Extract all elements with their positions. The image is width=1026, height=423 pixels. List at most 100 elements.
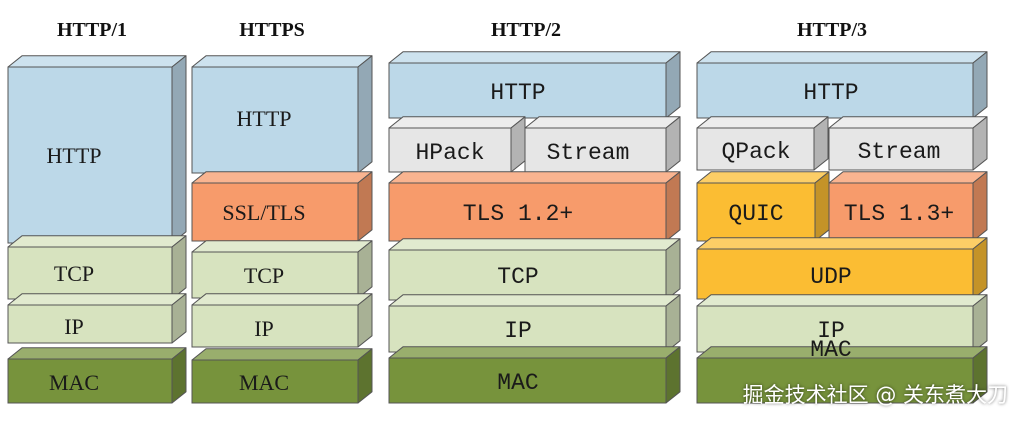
block-front-face xyxy=(696,305,974,353)
layer-mac: MAC xyxy=(191,348,373,404)
block-front-face xyxy=(696,182,816,242)
block-front-face xyxy=(7,358,173,404)
block-side-face xyxy=(171,235,187,300)
stack-http3: HTTP QPack Stream QUIC TLS 1.3+ UDP IP M… xyxy=(696,51,988,404)
block-front-face xyxy=(7,304,173,344)
layer-label: SSL/TLS xyxy=(222,200,305,225)
block-side-face xyxy=(171,55,187,244)
layer-tcp: TCP xyxy=(191,240,373,299)
block-front-face xyxy=(388,182,667,242)
block-top-face xyxy=(191,348,373,361)
layer-tcp: TCP xyxy=(7,235,187,300)
layer-http: HTTP xyxy=(7,55,187,244)
block-top-face xyxy=(7,235,187,248)
block-side-face xyxy=(665,171,681,242)
layer-ip: IP xyxy=(191,293,373,348)
block-top-face xyxy=(696,237,988,250)
title-http2: HTTP/2 xyxy=(491,19,561,41)
layer-stream: Stream xyxy=(828,116,988,171)
block-side-face xyxy=(972,51,988,119)
block-front-face xyxy=(388,127,512,173)
block-front-face xyxy=(388,305,667,353)
layer-http: HTTP xyxy=(191,55,373,174)
block-side-face xyxy=(665,238,681,301)
block-top-face xyxy=(388,346,681,359)
block-top-face xyxy=(7,347,187,360)
layer-stream: Stream xyxy=(524,116,681,173)
block-front-face xyxy=(191,251,359,299)
layer-label: HTTP xyxy=(47,143,102,168)
layer-label: TCP xyxy=(244,263,284,288)
layer-mac: MAC xyxy=(388,346,681,404)
stack-https: HTTP SSL/TLS TCP IP MAC xyxy=(191,55,373,404)
block-top-face xyxy=(191,293,373,306)
title-https: HTTPS xyxy=(239,19,305,41)
block-front-face xyxy=(388,357,667,404)
block-front-face xyxy=(524,127,667,173)
block-top-face xyxy=(696,294,988,307)
layer-label: TCP xyxy=(497,264,538,290)
title-http3: HTTP/3 xyxy=(797,19,867,41)
layer-tls12: TLS 1.2+ xyxy=(388,171,681,242)
layer-label: IP xyxy=(254,316,274,341)
layer-label: HTTP xyxy=(237,106,292,131)
layer-tls13: TLS 1.3+ xyxy=(828,171,988,242)
layer-label: HPack xyxy=(415,140,484,166)
layer-http: HTTP xyxy=(388,51,681,119)
layer-label: IP xyxy=(64,314,84,339)
layer-label: TLS 1.3+ xyxy=(844,201,954,227)
layer-label: TCP xyxy=(54,261,94,286)
layer-label: MAC xyxy=(810,337,851,363)
block-front-face xyxy=(191,66,359,174)
layer-label: Stream xyxy=(547,140,630,166)
block-top-face xyxy=(388,51,681,64)
block-top-face xyxy=(191,55,373,68)
layer-qpack: QPack xyxy=(696,116,829,171)
block-top-face xyxy=(696,116,829,129)
layer-udp: UDP xyxy=(696,237,988,300)
block-top-face xyxy=(7,55,187,68)
block-front-face xyxy=(191,182,359,242)
stack-http1: HTTP TCP IP MAC xyxy=(7,55,187,404)
layer-mac: MAC xyxy=(696,337,988,404)
block-top-face xyxy=(388,294,681,307)
title-http1: HTTP/1 xyxy=(57,19,127,41)
block-top-face xyxy=(524,116,681,129)
block-top-face xyxy=(388,171,681,184)
layer-label: QPack xyxy=(721,139,790,165)
layer-ip: IP xyxy=(696,294,988,353)
block-front-face xyxy=(388,62,667,119)
layer-label: IP xyxy=(504,318,532,344)
block-front-face xyxy=(696,248,974,300)
block-top-face xyxy=(191,171,373,184)
block-front-face xyxy=(191,359,359,404)
block-top-face xyxy=(388,238,681,251)
block-top-face xyxy=(191,240,373,253)
stack-http2: HTTP HPack Stream TLS 1.2+ TCP IP MAC xyxy=(388,51,681,404)
layer-label: MAC xyxy=(49,370,99,395)
layer-mac: MAC xyxy=(7,347,187,404)
block-side-face xyxy=(814,171,830,242)
layer-label: MAC xyxy=(497,370,538,396)
block-front-face xyxy=(828,127,974,171)
layer-label: MAC xyxy=(239,370,289,395)
block-side-face xyxy=(972,237,988,300)
layer-http: HTTP xyxy=(696,51,988,119)
layer-label: TLS 1.2+ xyxy=(463,201,573,227)
block-top-face xyxy=(696,171,830,184)
layer-ssl-tls: SSL/TLS xyxy=(191,171,373,242)
layer-ip: IP xyxy=(7,293,187,344)
block-top-face xyxy=(828,116,988,129)
layer-hpack: HPack xyxy=(388,116,526,173)
layer-quic: QUIC xyxy=(696,171,830,242)
block-front-face xyxy=(696,357,974,404)
block-front-face xyxy=(388,249,667,301)
block-front-face xyxy=(191,304,359,348)
block-front-face xyxy=(7,66,173,244)
block-side-face xyxy=(357,171,373,242)
layer-label: HTTP xyxy=(803,80,858,106)
block-top-face xyxy=(388,116,526,129)
block-side-face xyxy=(357,55,373,174)
layer-label: QUIC xyxy=(728,201,783,227)
